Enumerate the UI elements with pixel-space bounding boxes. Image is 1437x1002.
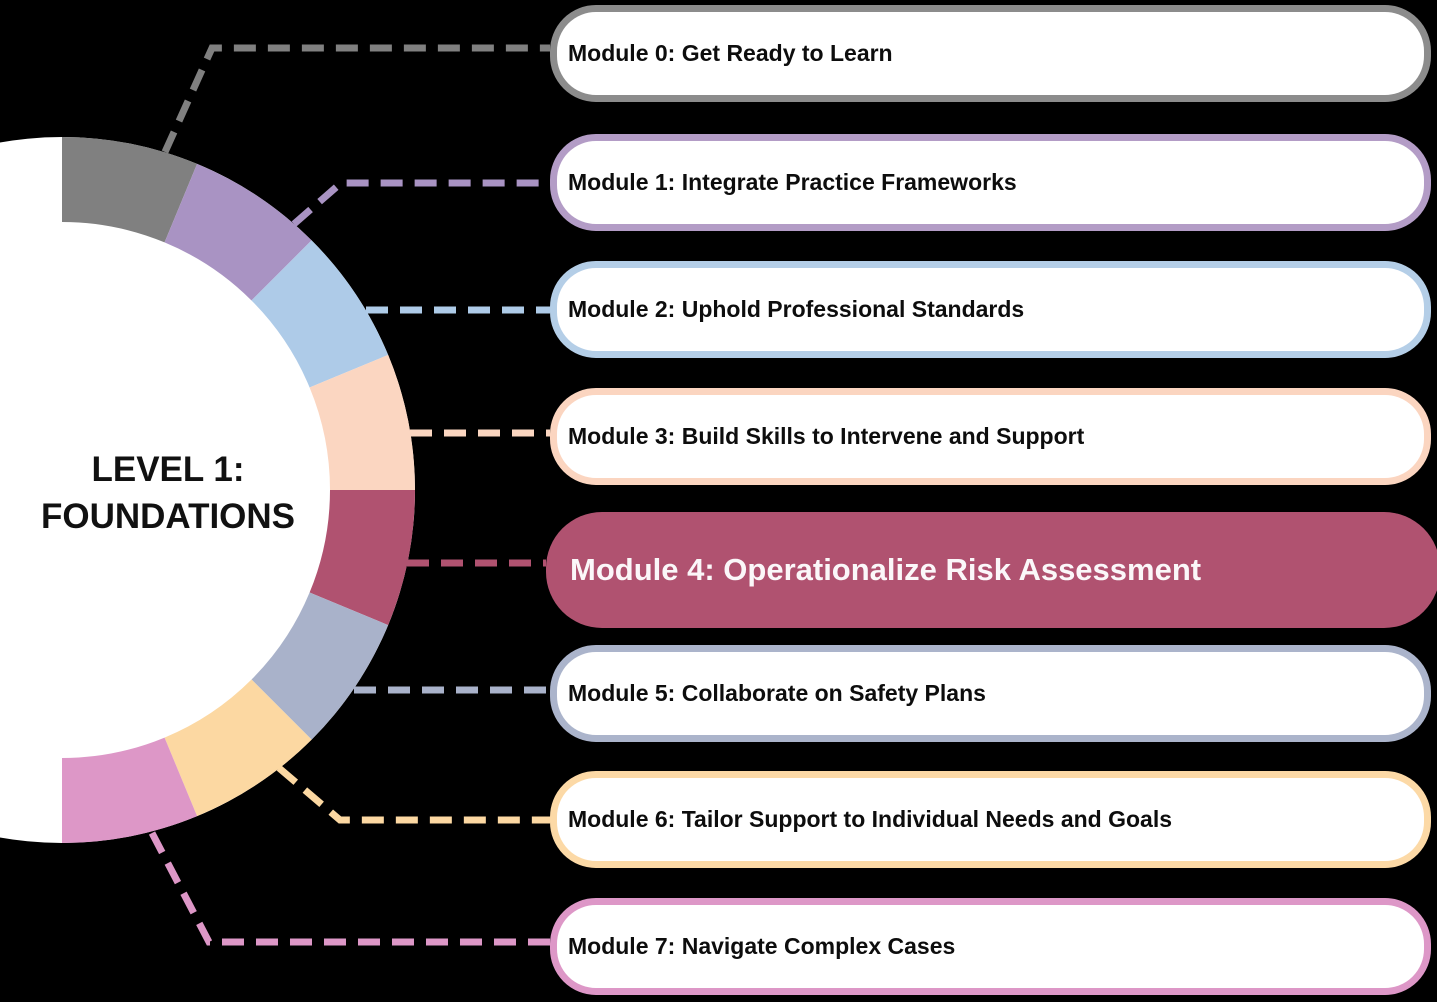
module-label: Module 0: Get Ready to Learn	[568, 40, 893, 66]
module-label: Module 3: Build Skills to Intervene and …	[568, 423, 1085, 449]
connector-module-0	[161, 44, 550, 154]
donut-segment-module-2[interactable]	[251, 240, 389, 388]
module-label: Module 2: Uphold Professional Standards	[568, 296, 1025, 322]
connector-module-6	[276, 765, 550, 824]
level-title-line1: LEVEL 1:	[91, 450, 245, 489]
module-box-0[interactable]: Module 0: Get Ready to Learn	[550, 5, 1431, 102]
module-label: Module 5: Collaborate on Safety Plans	[568, 680, 986, 706]
module-label: Module 4: Operationalize Risk Assessment	[570, 552, 1202, 587]
donut-segment-module-4[interactable]	[309, 490, 415, 626]
donut-segment-module-3[interactable]	[309, 354, 415, 490]
module-box-3[interactable]: Module 3: Build Skills to Intervene and …	[550, 388, 1431, 485]
level-title-line2: FOUNDATIONS	[40, 497, 296, 536]
connector-module-1	[291, 179, 550, 227]
module-label: Module 1: Integrate Practice Frameworks	[568, 169, 1017, 195]
level-title: LEVEL 1: FOUNDATIONS	[0, 446, 336, 540]
connector-module-7	[148, 831, 550, 946]
module-label: Module 7: Navigate Complex Cases	[568, 933, 956, 959]
donut-segment-module-7[interactable]	[62, 737, 198, 843]
donut-segment-module-0[interactable]	[62, 137, 198, 243]
module-box-5[interactable]: Module 5: Collaborate on Safety Plans	[550, 645, 1431, 742]
module-box-1[interactable]: Module 1: Integrate Practice Frameworks	[550, 134, 1431, 231]
module-box-6[interactable]: Module 6: Tailor Support to Individual N…	[550, 771, 1431, 868]
module-label: Module 6: Tailor Support to Individual N…	[568, 806, 1173, 832]
donut-segment-module-5[interactable]	[251, 592, 389, 740]
module-box-2[interactable]: Module 2: Uphold Professional Standards	[550, 261, 1431, 358]
module-box-4[interactable]: Module 4: Operationalize Risk Assessment	[546, 512, 1437, 628]
donut-segment-module-6[interactable]	[164, 679, 312, 817]
module-box-7[interactable]: Module 7: Navigate Complex Cases	[550, 898, 1431, 995]
donut-segment-module-1[interactable]	[164, 163, 312, 301]
